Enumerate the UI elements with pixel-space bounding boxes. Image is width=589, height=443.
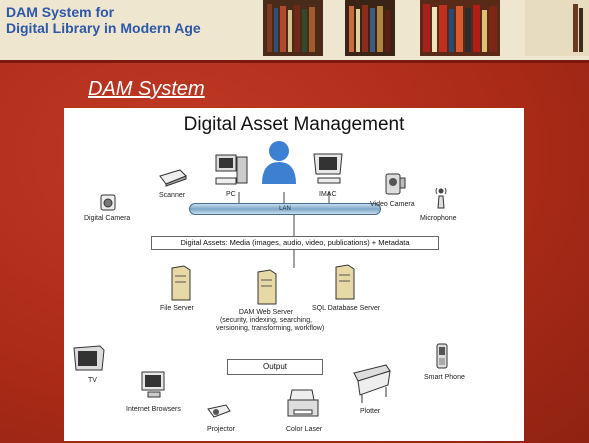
projector-icon: [207, 404, 231, 418]
dam-diagram: Digital Asset Management PC IM: [64, 108, 524, 441]
connector-lines: [238, 192, 330, 268]
pc-label: PC: [226, 191, 236, 198]
microphone-icon: [435, 187, 447, 209]
header-title-line1: DAM System for: [6, 4, 115, 20]
file-server-icon: [171, 265, 191, 301]
microphone-label: Microphone: [420, 215, 457, 222]
sql-server-label: SQL Database Server: [312, 305, 381, 312]
header-title-line2: Digital Library in Modern Age: [6, 20, 201, 36]
tv-label: TV: [88, 377, 97, 384]
projector-label: Projector: [207, 426, 236, 433]
slide-title: DAM System: [88, 78, 205, 100]
imac-icon: [313, 153, 343, 184]
output-box: Output: [227, 359, 323, 375]
video-camera-icon: [385, 173, 406, 195]
plotter-icon: [353, 364, 391, 403]
lan-bus: LAN: [189, 203, 381, 215]
sql-server-icon: [335, 264, 355, 300]
scanner-label: Scanner: [159, 192, 186, 199]
scanner-icon: [159, 169, 187, 187]
user-icon: [262, 141, 296, 184]
diagram-title: Digital Asset Management: [183, 114, 405, 135]
smart-phone-label: Smart Phone: [424, 374, 465, 381]
printer-icon: [287, 389, 319, 417]
digital-camera-icon: [100, 194, 116, 211]
dam-web-server-name: DAM Web Server: [238, 309, 294, 316]
file-server-label: File Server: [160, 305, 194, 312]
internet-browsers-label: Internet Browsers: [126, 406, 181, 413]
dam-web-server-sub2: versioning, transforming, workflow): [216, 325, 325, 332]
plotter-label: Plotter: [360, 408, 381, 415]
dam-web-server-label: DAM Web Server (security, indexing, sear…: [216, 309, 325, 333]
header-banner: DAM System for Digital Library in Modern…: [0, 0, 589, 63]
smart-phone-icon: [436, 343, 448, 369]
tv-icon: [73, 345, 105, 371]
dam-web-server-icon: [257, 269, 277, 305]
header-title: DAM System for Digital Library in Modern…: [6, 4, 266, 36]
monitor-icon: [141, 371, 165, 398]
digital-assets-box: Digital Assets: Media (images, audio, vi…: [151, 236, 439, 250]
bookshelf-image: [255, 0, 589, 60]
imac-label: IMAC: [319, 191, 337, 198]
digital-camera-label: Digital Camera: [84, 215, 131, 222]
dam-web-server-sub1: (security, indexing, searching,: [219, 317, 313, 324]
pc-icon: [215, 154, 248, 185]
color-laser-label: Color Laser: [286, 426, 323, 433]
video-camera-label: Video Camera: [370, 201, 415, 208]
